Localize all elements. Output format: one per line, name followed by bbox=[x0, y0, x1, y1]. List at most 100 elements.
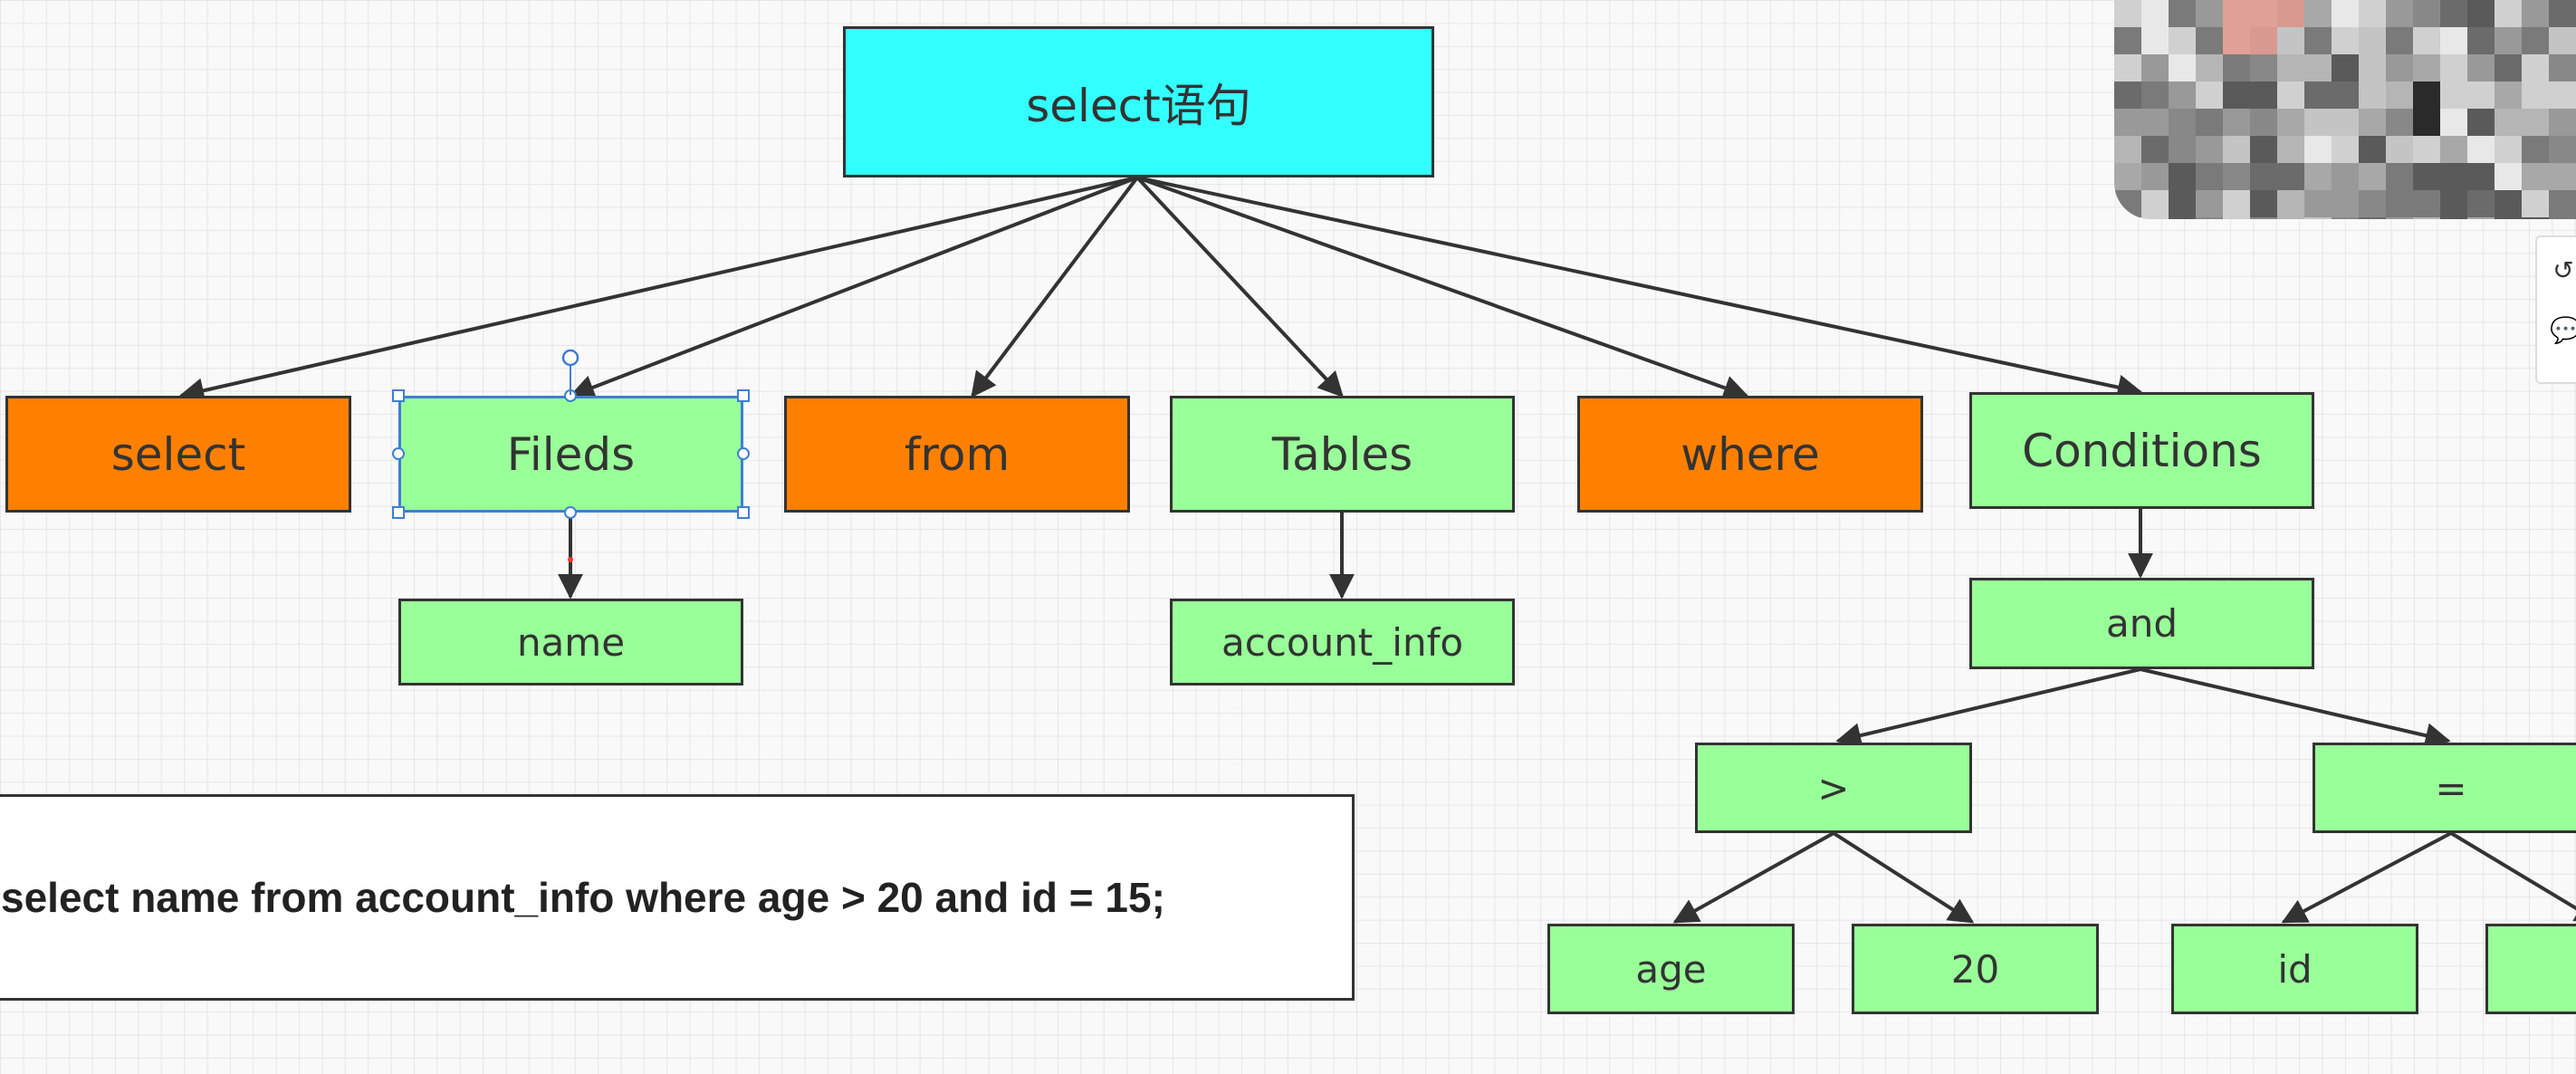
mosaic-pixel bbox=[2114, 82, 2141, 109]
resize-handle-top-left[interactable] bbox=[392, 389, 405, 402]
rotate-handle[interactable] bbox=[554, 342, 587, 397]
mosaic-pixel bbox=[2467, 136, 2495, 163]
mosaic-pixel bbox=[2304, 136, 2332, 163]
node-tables[interactable]: Tables bbox=[1170, 396, 1515, 513]
node-equals-label: = bbox=[2435, 765, 2467, 810]
mosaic-pixel bbox=[2467, 190, 2495, 217]
mosaic-pixel bbox=[2250, 217, 2277, 219]
mosaic-pixel bbox=[2223, 0, 2250, 27]
mosaic-pixel bbox=[2522, 190, 2549, 217]
mosaic-pixel bbox=[2440, 82, 2467, 109]
mosaic-pixel bbox=[2196, 190, 2223, 217]
mosaic-pixel bbox=[2467, 217, 2495, 219]
mosaic-pixel bbox=[2332, 163, 2359, 190]
node-account-info-label: account_info bbox=[1221, 619, 1464, 665]
mosaic-pixel bbox=[2386, 136, 2413, 163]
mosaic-pixel bbox=[2141, 163, 2169, 190]
mosaic-pixel bbox=[2114, 136, 2141, 163]
resize-handle-bottom[interactable] bbox=[564, 506, 577, 519]
node-equals[interactable]: = bbox=[2313, 743, 2576, 833]
mosaic-pixel bbox=[2141, 136, 2169, 163]
sql-text-box[interactable]: select name from account_info where age … bbox=[0, 794, 1355, 1001]
mosaic-pixel bbox=[2359, 136, 2386, 163]
mosaic-pixel bbox=[2413, 190, 2440, 217]
mosaic-pixel bbox=[2141, 82, 2169, 109]
edge-root-from bbox=[971, 176, 1139, 398]
mosaic-pixel bbox=[2250, 0, 2277, 27]
mosaic-pixel bbox=[2114, 0, 2141, 27]
side-toolbar: ↺ 💬 bbox=[2535, 235, 2576, 384]
node-id[interactable]: id bbox=[2171, 924, 2418, 1014]
node-name[interactable]: name bbox=[398, 599, 743, 686]
mosaic-pixel bbox=[2467, 27, 2495, 54]
mosaic-pixel bbox=[2413, 217, 2440, 219]
mosaic-pixel bbox=[2549, 109, 2576, 136]
resize-handle-top-right[interactable] bbox=[737, 389, 750, 402]
mosaic-pixel bbox=[2467, 163, 2495, 190]
node-from[interactable]: from bbox=[784, 396, 1130, 513]
mosaic-pixel bbox=[2359, 190, 2386, 217]
node-fileds-label: Fileds bbox=[506, 427, 636, 481]
resize-handle-bottom-left[interactable] bbox=[392, 506, 405, 519]
resize-handle-right[interactable] bbox=[737, 447, 750, 460]
mosaic-pixel bbox=[2250, 54, 2277, 82]
resize-handle-bottom-right[interactable] bbox=[737, 506, 750, 519]
edge-gt-20 bbox=[1832, 831, 1975, 924]
mosaic-pixel bbox=[2495, 27, 2522, 54]
mosaic-pixel bbox=[2522, 0, 2549, 27]
mosaic-pixel bbox=[2549, 136, 2576, 163]
edge-root-tables bbox=[1135, 176, 1344, 398]
mosaic-pixel bbox=[2467, 109, 2495, 136]
node-age-label: age bbox=[1635, 946, 1707, 992]
mosaic-pixel bbox=[2141, 54, 2169, 82]
mosaic-pixel bbox=[2223, 27, 2250, 54]
mosaic-pixel bbox=[2413, 163, 2440, 190]
mosaic-pixel bbox=[2332, 82, 2359, 109]
root-node[interactable]: select语句 bbox=[843, 26, 1434, 177]
mosaic-pixel bbox=[2277, 190, 2304, 217]
mosaic-pixel bbox=[2495, 136, 2522, 163]
mosaic-pixel bbox=[2522, 163, 2549, 190]
mosaic-pixel bbox=[2549, 82, 2576, 109]
mosaic-pixel bbox=[2332, 190, 2359, 217]
mosaic-pixel bbox=[2223, 217, 2250, 219]
mosaic-pixel bbox=[2196, 163, 2223, 190]
mosaic-pixel bbox=[2250, 190, 2277, 217]
node-20[interactable]: 20 bbox=[1852, 924, 2099, 1014]
mosaic-pixel bbox=[2495, 190, 2522, 217]
node-greater-than[interactable]: > bbox=[1695, 743, 1972, 833]
mosaic-pixel bbox=[2304, 217, 2332, 219]
node-id-label: id bbox=[2277, 946, 2313, 992]
mosaic-pixel bbox=[2114, 163, 2141, 190]
node-fileds[interactable]: Fileds bbox=[398, 396, 743, 513]
node-conditions[interactable]: Conditions bbox=[1969, 392, 2314, 509]
edge-eq-id bbox=[2281, 831, 2452, 924]
mosaic-pixel bbox=[2359, 217, 2386, 219]
sql-text: select name from account_info where age … bbox=[1, 874, 1165, 921]
mosaic-pixel bbox=[2332, 109, 2359, 136]
mosaic-pixel bbox=[2440, 54, 2467, 82]
comment-icon[interactable]: 💬 bbox=[2550, 315, 2576, 345]
root-node-label: select语句 bbox=[1026, 79, 1251, 132]
mosaic-pixel bbox=[2549, 0, 2576, 27]
mosaic-pixel bbox=[2413, 109, 2440, 136]
node-and[interactable]: and bbox=[1969, 578, 2314, 669]
resize-handle-left[interactable] bbox=[392, 447, 405, 460]
node-where-label: where bbox=[1681, 427, 1820, 481]
mosaic-pixel bbox=[2467, 82, 2495, 109]
mosaic-pixel bbox=[2169, 109, 2196, 136]
history-icon[interactable]: ↺ bbox=[2552, 255, 2574, 285]
mosaic-pixel bbox=[2440, 136, 2467, 163]
edge-root-fileds bbox=[569, 176, 1138, 399]
node-right-operand[interactable] bbox=[2485, 924, 2576, 1014]
node-select[interactable]: select bbox=[5, 396, 351, 513]
node-account-info[interactable]: account_info bbox=[1170, 599, 1515, 686]
node-age[interactable]: age bbox=[1547, 924, 1795, 1014]
node-where[interactable]: where bbox=[1577, 396, 1923, 513]
mosaic-pixel bbox=[2223, 54, 2250, 82]
mosaic-pixel bbox=[2250, 163, 2277, 190]
edge-eq-right bbox=[2449, 831, 2576, 924]
mosaic-pixel bbox=[2440, 190, 2467, 217]
mosaic-pixel bbox=[2223, 136, 2250, 163]
